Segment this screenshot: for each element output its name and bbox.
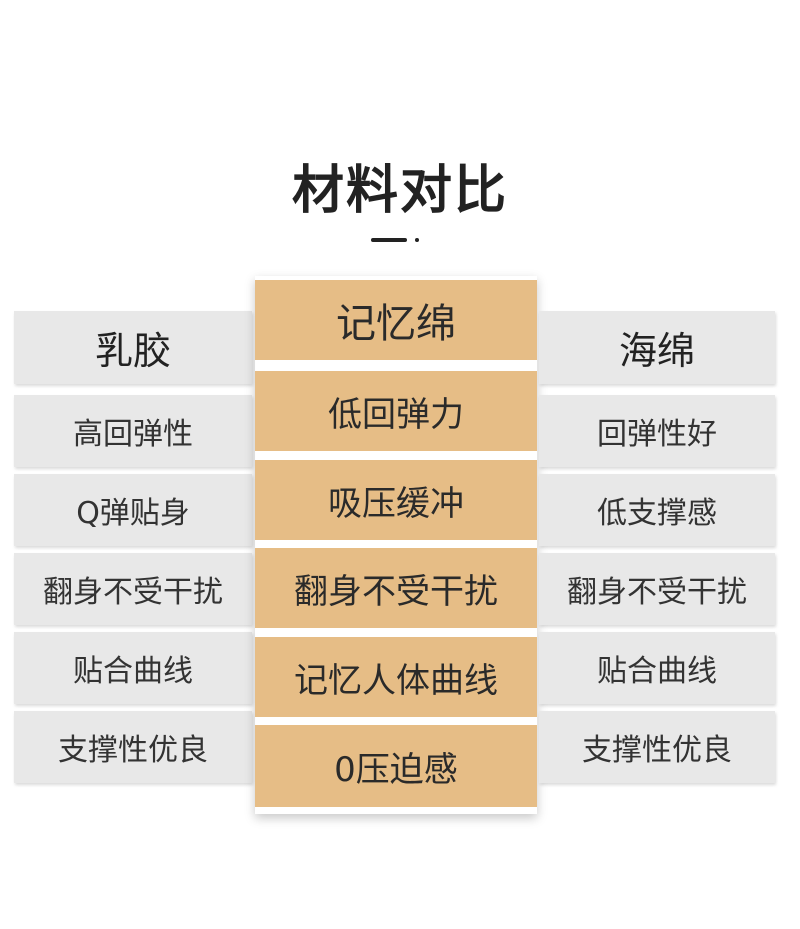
sponge-row: 支撑性优良 (539, 711, 775, 783)
sponge-row: 回弹性好 (539, 395, 775, 467)
memory-foam-header: 记忆绵 (255, 280, 537, 360)
divider-dot (415, 238, 419, 242)
sponge-header: 海绵 (539, 311, 775, 384)
latex-row: 高回弹性 (14, 395, 252, 467)
divider-dash (371, 238, 407, 242)
memory-foam-row: 吸压缓冲 (255, 460, 537, 540)
latex-row: 支撑性优良 (14, 711, 252, 783)
memory-foam-row: 翻身不受干扰 (255, 548, 537, 628)
latex-row: 贴合曲线 (14, 632, 252, 704)
memory-foam-row: 低回弹力 (255, 371, 537, 451)
sponge-row: 贴合曲线 (539, 632, 775, 704)
sponge-row: 低支撑感 (539, 474, 775, 546)
memory-foam-row: 0压迫感 (255, 725, 537, 807)
sponge-row: 翻身不受干扰 (539, 553, 775, 625)
title-divider (371, 236, 431, 244)
memory-foam-row: 记忆人体曲线 (255, 637, 537, 717)
latex-row: 翻身不受干扰 (14, 553, 252, 625)
page-title: 材料对比 (291, 161, 508, 221)
latex-header: 乳胶 (14, 311, 252, 384)
latex-row: Q弹贴身 (14, 474, 252, 546)
memory-foam-column: 记忆绵 低回弹力 吸压缓冲 翻身不受干扰 记忆人体曲线 0压迫感 (255, 276, 537, 814)
